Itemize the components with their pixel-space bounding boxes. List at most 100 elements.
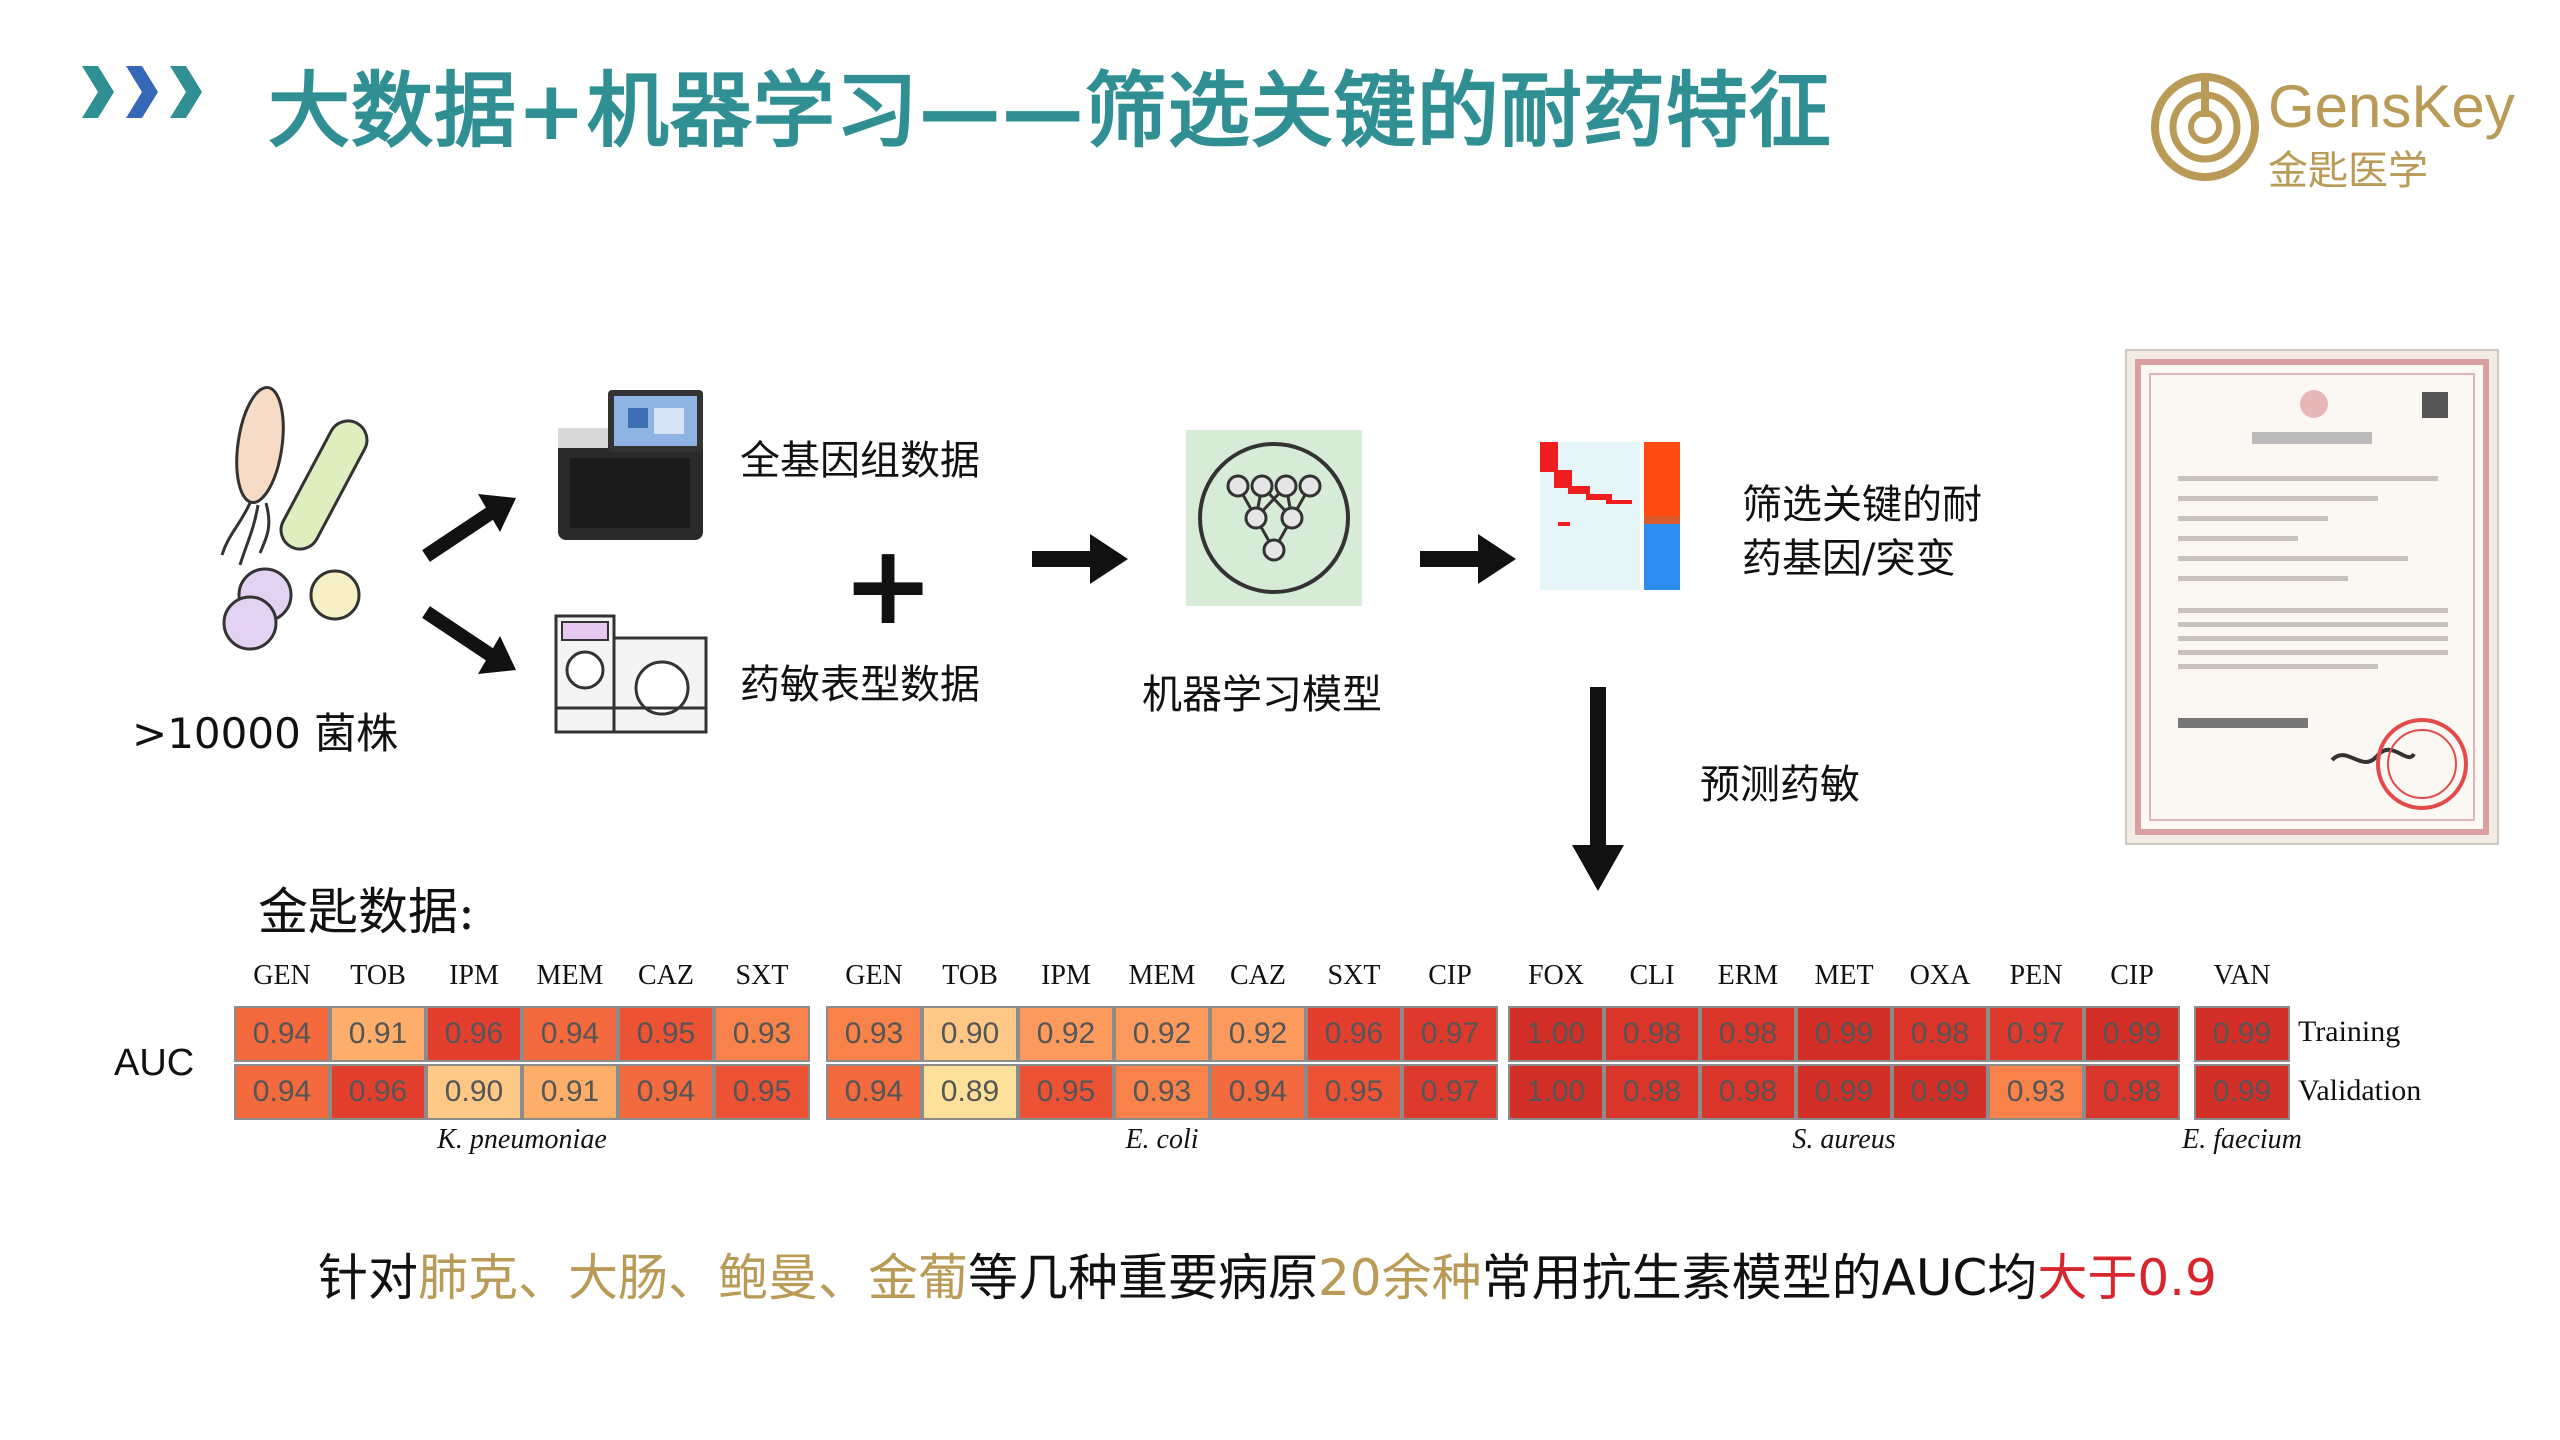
heatmap-cell-training: 0.96: [426, 1006, 522, 1062]
heatmap-cell-training: 1.00: [1508, 1006, 1604, 1062]
species-label: E. faecium: [2182, 1124, 2302, 1155]
column-header-mem: MEM: [1128, 960, 1196, 991]
heatmap-cell-training: 0.94: [522, 1006, 618, 1062]
column-header-met: MET: [1814, 960, 1874, 991]
bacteria-icon: [220, 385, 369, 651]
column-header-gen: GEN: [845, 960, 903, 991]
heatmap-cell-validation: 0.99: [1892, 1064, 1988, 1120]
heatmap-cell-training: 0.98: [1700, 1006, 1796, 1062]
heatmap-cell-training: 0.91: [330, 1006, 426, 1062]
heatmap-cell-validation: 0.89: [922, 1064, 1018, 1120]
ast-instrument-icon: [554, 614, 708, 734]
summary-sentence: 针对肺克、大肠、鲍曼、金葡等几种重要病原20余种常用抗生素模型的AUC均大于0.…: [318, 1249, 2217, 1307]
heatmap-cell-validation: 0.98: [2084, 1064, 2180, 1120]
heatmap-cell-validation: 0.97: [1402, 1064, 1498, 1120]
heatmap-cell-validation: 0.94: [618, 1064, 714, 1120]
sequencer-icon: [558, 390, 703, 540]
heatmap-cell-training: 0.93: [826, 1006, 922, 1062]
species-label: K. pneumoniae: [437, 1124, 607, 1155]
pathogen-list: 肺克、大肠、鲍曼、金葡: [418, 1249, 968, 1307]
heatmap-cell-validation: 0.99: [1796, 1064, 1892, 1120]
logo-cn: 金匙医学: [2268, 148, 2428, 194]
column-header-ipm: IPM: [1041, 960, 1091, 991]
heatmap-cell-training: 0.95: [618, 1006, 714, 1062]
heatmap-cell-validation: 0.93: [1114, 1064, 1210, 1120]
column-header-cip: CIP: [2110, 960, 2154, 991]
logo-name: GensKey: [2268, 73, 2515, 140]
column-header-van: VAN: [2213, 960, 2271, 991]
heatmap-cell-training: 0.98: [1604, 1006, 1700, 1062]
column-header-pen: PEN: [2009, 960, 2063, 991]
predict-label: 预测药敏: [1700, 762, 1860, 808]
heatmap-cell-validation: 0.98: [1700, 1064, 1796, 1120]
heatmap-cell-training: 0.92: [1018, 1006, 1114, 1062]
row-label-validation: Validation: [2298, 1074, 2422, 1107]
wgs-label: 全基因组数据: [740, 438, 980, 484]
chevron-right-icon: [170, 66, 202, 118]
heatmap-cell-validation: 0.95: [1306, 1064, 1402, 1120]
column-header-fox: FOX: [1527, 960, 1584, 991]
column-header-caz: CAZ: [638, 960, 694, 991]
genskey-logo-icon: [2151, 73, 2259, 181]
arrow-right-icon: [1420, 534, 1516, 584]
heatmap-cell-validation: 0.91: [522, 1064, 618, 1120]
column-header-tob: TOB: [350, 960, 406, 991]
antibiotic-count: 20余种: [1318, 1249, 1482, 1307]
heatmap-cell-training: 0.92: [1114, 1006, 1210, 1062]
column-header-cli: CLI: [1629, 960, 1675, 991]
heatmap-cell-validation: 0.94: [234, 1064, 330, 1120]
heatmap-cell-training: 0.93: [714, 1006, 810, 1062]
arrow-up-right-icon: [422, 494, 516, 562]
heatmap-cell-training: 0.99: [1796, 1006, 1892, 1062]
column-header-mem: MEM: [536, 960, 604, 991]
select-features-label: 筛选关键的耐 药基因/突变: [1742, 482, 1982, 582]
heatmap-cell-validation: 0.95: [1018, 1064, 1114, 1120]
heatmap-cell-training: 0.97: [1988, 1006, 2084, 1062]
column-header-oxa: OXA: [1909, 960, 1971, 991]
heatmap-cell-training: 0.90: [922, 1006, 1018, 1062]
row-label-training: Training: [2298, 1015, 2401, 1048]
title-chevrons: [78, 62, 206, 122]
heatmap-cell-validation: 0.90: [426, 1064, 522, 1120]
arrow-down-right-icon: [422, 606, 516, 674]
heatmap-cell-validation: 1.00: [1508, 1064, 1604, 1120]
feature-heatmap-thumbnail: [1540, 442, 1680, 590]
column-header-tob: TOB: [942, 960, 998, 991]
heatmap-cell-validation: 0.96: [330, 1064, 426, 1120]
chevron-right-icon: [82, 66, 114, 118]
heatmap-cell-training: 0.94: [234, 1006, 330, 1062]
auc-row-header: AUC: [114, 1042, 195, 1084]
chevron-right-icon: [126, 66, 158, 118]
neural-network-icon: [1186, 430, 1362, 606]
strains-label: >10000 菌株: [132, 709, 399, 758]
ml-model-label: 机器学习模型: [1142, 672, 1382, 718]
arrow-right-icon: [1032, 534, 1128, 584]
column-header-sxt: SXT: [735, 960, 789, 991]
column-header-cip: CIP: [1428, 960, 1472, 991]
heatmap-cell-training: 0.99: [2194, 1006, 2290, 1062]
heatmap-cell-training: 0.99: [2084, 1006, 2180, 1062]
arrow-down-icon: [1572, 687, 1624, 891]
species-label: S. aureus: [1792, 1124, 1896, 1155]
heatmap-cell-validation: 0.93: [1988, 1064, 2084, 1120]
page-title: 大数据+机器学习——筛选关键的耐药特征: [268, 64, 1832, 159]
auc-threshold: 大于0.9: [2037, 1249, 2217, 1307]
plus-sign: +: [842, 521, 935, 649]
heatmap-cell-training: 0.92: [1210, 1006, 1306, 1062]
species-label: E. coli: [1125, 1124, 1199, 1155]
patent-certificate-image: [2125, 349, 2499, 845]
column-header-ipm: IPM: [449, 960, 499, 991]
column-header-caz: CAZ: [1230, 960, 1286, 991]
heatmap-cell-validation: 0.94: [826, 1064, 922, 1120]
heatmap-title: 金匙数据:: [258, 883, 475, 941]
heatmap-cell-training: 0.96: [1306, 1006, 1402, 1062]
ast-label: 药敏表型数据: [740, 662, 980, 708]
heatmap-cell-validation: 0.95: [714, 1064, 810, 1120]
heatmap-cell-training: 0.98: [1892, 1006, 1988, 1062]
column-header-erm: ERM: [1717, 960, 1779, 991]
heatmap-cell-validation: 0.99: [2194, 1064, 2290, 1120]
column-header-sxt: SXT: [1327, 960, 1381, 991]
heatmap-cell-validation: 0.98: [1604, 1064, 1700, 1120]
heatmap-cell-validation: 0.94: [1210, 1064, 1306, 1120]
